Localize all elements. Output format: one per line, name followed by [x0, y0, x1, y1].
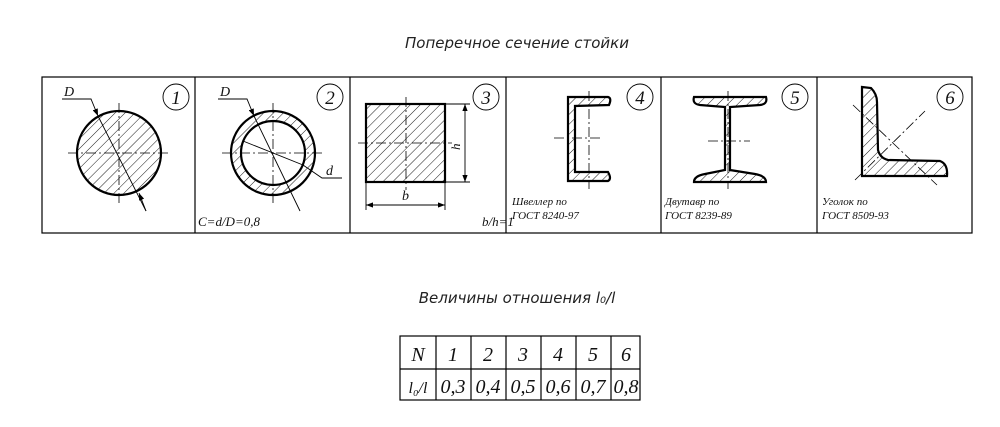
dim-label-b: b [402, 189, 409, 204]
table-title: Величины отношения l₀/l [419, 289, 616, 307]
dim-label-D: D [219, 85, 230, 100]
sections-title: Поперечное сечение стойки [405, 34, 629, 52]
section-caption-line2: ГОСТ 8239-89 [664, 210, 732, 222]
table-header-cell: 5 [588, 344, 598, 366]
section-caption-line2: ГОСТ 8509-93 [821, 210, 889, 222]
section-caption: b/h=1 [482, 214, 514, 229]
section-number: 5 [790, 88, 800, 109]
table-header-cell: 6 [621, 344, 631, 366]
section-number: 2 [325, 88, 335, 109]
table-header-cell: N [410, 344, 426, 366]
section-number: 6 [945, 88, 955, 109]
table-header-cell: 3 [517, 344, 528, 366]
section-caption-line1: Швеллер по [511, 196, 567, 208]
dim-label-d: d [326, 164, 334, 179]
table-cell: 0,8 [614, 376, 639, 398]
section-number: 4 [635, 88, 645, 109]
table-row-label: l₀/l [409, 380, 428, 397]
section-1-round-solid: D 1 [62, 83, 190, 212]
table-header-cell: 1 [448, 344, 458, 366]
dim-label-h: h [448, 144, 463, 151]
table-cell: 0,4 [476, 376, 501, 398]
table-cell: 0,7 [581, 376, 607, 398]
section-2-round-tube: D d 2 C=d/D=0,8 [198, 83, 344, 229]
section-4-channel: 4 Швеллер по ГОСТ 8240-97 [511, 83, 654, 222]
table-cell: 0,6 [546, 376, 571, 398]
section-caption-line1: Уголок по [822, 196, 868, 208]
section-number: 3 [480, 88, 491, 109]
ratio-table: N 1 2 3 4 5 6 l₀/l 0,3 0,4 0,5 0,6 0,7 0… [399, 335, 641, 401]
section-caption-line2: ГОСТ 8240-97 [511, 210, 579, 222]
table-cell: 0,3 [441, 376, 466, 398]
table-header-cell: 4 [553, 344, 563, 366]
sections-frame [41, 76, 973, 234]
section-caption: C=d/D=0,8 [198, 214, 260, 229]
section-3-rectangle: b h 3 b/h=1 [358, 83, 514, 229]
table-header-cell: 2 [483, 344, 493, 366]
section-6-angle: 6 Уголок по ГОСТ 8509-93 [821, 83, 964, 222]
section-5-i-beam: 5 Двутавр по ГОСТ 8239-89 [664, 83, 809, 222]
section-caption-line1: Двутавр по [664, 196, 720, 208]
table-cell: 0,5 [511, 376, 536, 398]
section-number: 1 [171, 88, 181, 109]
dim-label-D: D [63, 85, 74, 100]
